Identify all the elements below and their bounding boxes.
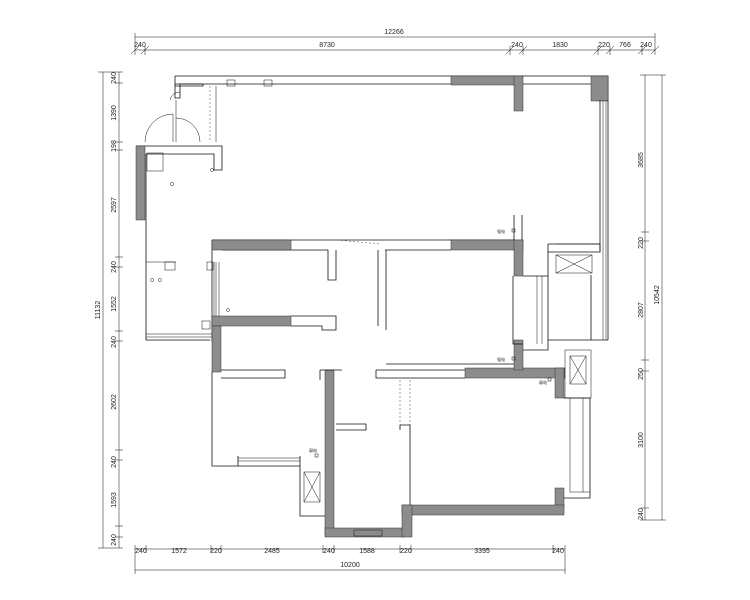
wall-block bbox=[324, 369, 335, 536]
dimension-labels: 12266 240 8730 240 1830 220 766 240 240 … bbox=[95, 29, 661, 569]
wall-block bbox=[513, 339, 524, 371]
dim-top-seg: 8730 bbox=[319, 42, 335, 49]
equipment-labels: 强电 强电 弱电 弱电 bbox=[309, 228, 547, 453]
dim-top-seg: 240 bbox=[511, 42, 523, 49]
window-symbol bbox=[555, 254, 593, 274]
dim-bottom-seg: 240 bbox=[552, 548, 564, 555]
equipment-label: 强电 bbox=[497, 228, 505, 234]
wall-block bbox=[324, 527, 406, 538]
wall-block bbox=[211, 325, 222, 373]
dim-bottom-total: 10200 bbox=[340, 562, 360, 569]
equipment-label: 弱电 bbox=[309, 447, 317, 453]
toilet-symbol bbox=[303, 471, 321, 503]
dim-right-seg: 3685 bbox=[638, 152, 645, 168]
dim-right-seg: 3100 bbox=[638, 432, 645, 448]
dim-right-seg: 2807 bbox=[638, 302, 645, 318]
dim-bottom-seg: 240 bbox=[323, 548, 335, 555]
walls bbox=[135, 75, 609, 538]
dim-top-seg: 240 bbox=[134, 42, 146, 49]
dim-top-seg: 766 bbox=[619, 42, 631, 49]
wall-block bbox=[401, 504, 565, 516]
dim-right-total: 10542 bbox=[654, 285, 661, 305]
wall-block bbox=[401, 504, 413, 538]
dim-left-total: 11132 bbox=[95, 301, 102, 320]
dim-bottom-seg: 2485 bbox=[264, 548, 280, 555]
dim-left-seg: 2597 bbox=[111, 197, 118, 213]
wall-block bbox=[450, 75, 523, 86]
wall-block bbox=[554, 367, 565, 399]
wall-block bbox=[211, 315, 292, 327]
dim-top-total: 12266 bbox=[384, 29, 404, 36]
wall-block bbox=[590, 75, 609, 102]
dim-bottom-seg: 220 bbox=[210, 548, 222, 555]
dim-left-seg: 240 bbox=[111, 534, 118, 546]
dim-right-seg: 250 bbox=[638, 368, 645, 380]
dim-left-seg: 2602 bbox=[111, 394, 118, 410]
wall-block bbox=[450, 239, 524, 251]
dim-left-seg: 240 bbox=[111, 72, 118, 84]
dim-left-seg: 240 bbox=[111, 261, 118, 273]
dim-right-seg: 220 bbox=[638, 237, 645, 249]
dim-bottom-seg: 1572 bbox=[171, 548, 187, 555]
window-symbol bbox=[569, 355, 587, 385]
dim-left-seg: 1552 bbox=[111, 296, 118, 312]
dim-bottom-seg: 220 bbox=[400, 548, 412, 555]
dim-top-seg: 240 bbox=[640, 42, 652, 49]
dim-left-seg: 1593 bbox=[111, 492, 118, 508]
equipment-label: 强电 bbox=[497, 356, 505, 362]
dim-left-seg: 240 bbox=[111, 336, 118, 348]
dim-bottom-seg: 3395 bbox=[474, 548, 490, 555]
dim-left-seg: 240 bbox=[111, 456, 118, 468]
dim-right-seg: 240 bbox=[638, 508, 645, 520]
dim-bottom-seg: 1588 bbox=[359, 548, 375, 555]
dim-left-seg: 198 bbox=[111, 140, 118, 152]
dimension-lines bbox=[98, 33, 666, 574]
wall-block bbox=[211, 239, 292, 251]
dim-top-seg: 220 bbox=[598, 42, 610, 49]
equipment-label: 弱电 bbox=[539, 379, 547, 385]
dim-bottom-seg: 240 bbox=[135, 548, 147, 555]
wall-block bbox=[513, 239, 524, 277]
dim-left-seg: 1390 bbox=[111, 105, 118, 121]
wall-block bbox=[513, 75, 524, 112]
electrical-markers bbox=[150, 168, 552, 458]
wall-block bbox=[135, 145, 146, 221]
dim-top-seg: 1830 bbox=[552, 42, 568, 49]
